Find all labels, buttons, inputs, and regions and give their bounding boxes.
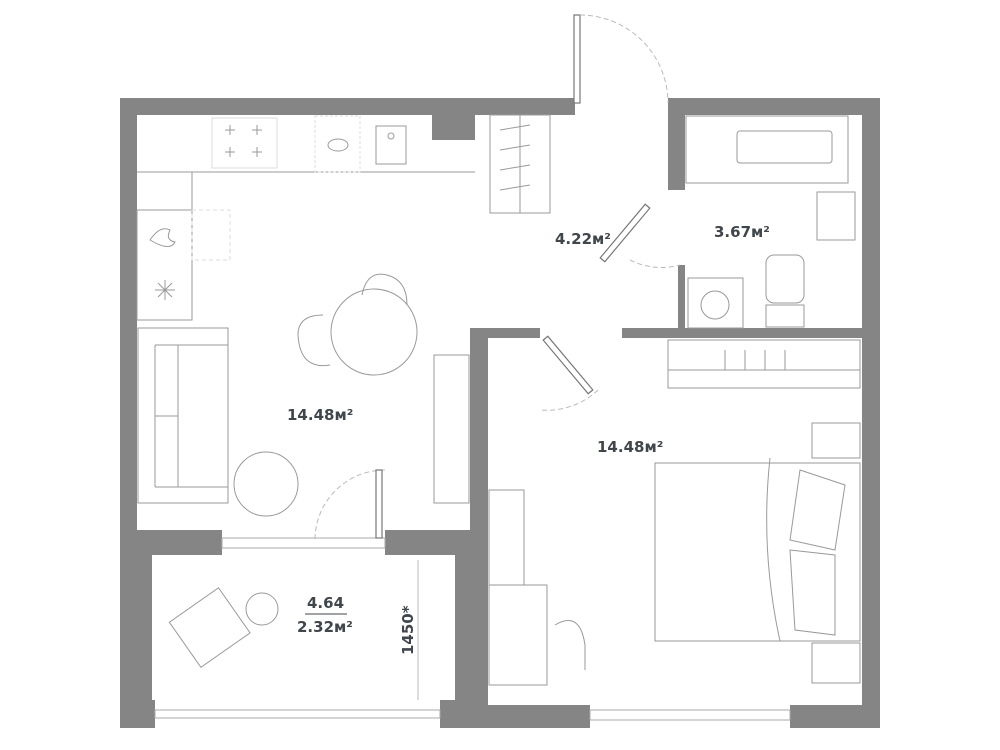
hallway-area-label: 4.22м² [555, 230, 611, 248]
bedroom-area-label: 14.48м² [597, 438, 663, 456]
windows [154, 537, 791, 721]
bathroom-area-label: 3.67м² [714, 223, 770, 241]
bathroom-door[interactable] [599, 203, 651, 263]
kitchen-living-area-label: 14.48м² [287, 406, 353, 424]
fireplace-icon [149, 228, 176, 247]
sink-icon [327, 138, 349, 152]
balcony-furniture [168, 587, 279, 669]
fridge-icon [155, 280, 175, 300]
dining-table [297, 273, 418, 376]
round-rug [233, 451, 299, 517]
walls [120, 98, 880, 728]
bedroom-door[interactable] [542, 335, 594, 395]
bed [654, 422, 861, 684]
balcony-total-area-label: 4.64 [307, 594, 344, 612]
entry-door[interactable] [573, 14, 581, 104]
kitchen-sink [375, 125, 407, 165]
desk [488, 489, 586, 686]
balcony-depth-dimension: 1450* [399, 605, 417, 655]
sofa [137, 327, 299, 517]
balcony-reduced-area-label: 2.32м² [297, 618, 353, 636]
washing-machine-icon [700, 290, 730, 320]
bedroom-wardrobe [667, 339, 861, 389]
tv-stand [433, 354, 470, 504]
wardrobe [489, 114, 551, 214]
stove-icon [225, 125, 262, 157]
kitchen-counter [136, 115, 475, 321]
bathroom-fixtures [685, 115, 856, 329]
